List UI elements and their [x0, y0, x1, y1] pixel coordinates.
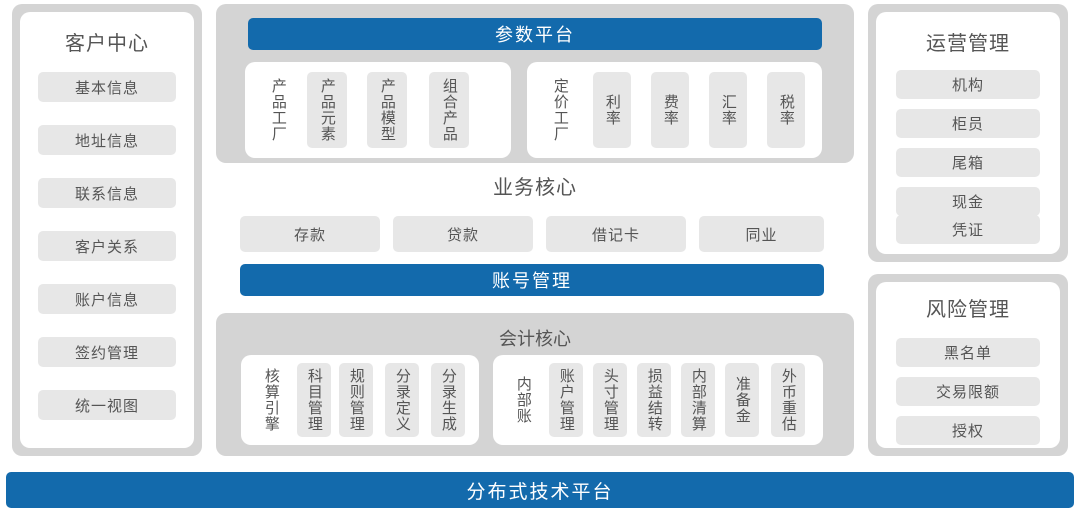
account-management-banner[interactable]: 账号管理: [240, 264, 824, 296]
subject-management-pill[interactable]: 科目管理: [297, 363, 331, 437]
operation-item-voucher[interactable]: 凭证: [896, 215, 1040, 244]
fee-rate-pill[interactable]: 费率: [651, 72, 689, 148]
accounting-engine-group: 核算引擎 科目管理 规则管理 分录定义 分录生成: [241, 355, 479, 445]
customer-center-title: 客户中心: [65, 33, 149, 55]
distributed-tech-platform-banner[interactable]: 分布式技术平台: [6, 472, 1074, 508]
customer-center-item-1[interactable]: 基本信息: [38, 72, 176, 102]
internal-account-label: 内部账: [514, 376, 532, 424]
operation-management-title: 运营管理: [926, 33, 1010, 55]
fx-revaluation-pill[interactable]: 外币重估: [771, 363, 805, 437]
entry-definition-pill[interactable]: 分录定义: [385, 363, 419, 437]
rule-management-pill[interactable]: 规则管理: [339, 363, 373, 437]
combined-product-pill[interactable]: 组合产品: [429, 72, 469, 148]
operation-item-organization[interactable]: 机构: [896, 70, 1040, 99]
pricing-factory-label: 定价工厂: [551, 78, 569, 142]
product-element-pill[interactable]: 产品元素: [307, 72, 347, 148]
exchange-rate-pill[interactable]: 汇率: [709, 72, 747, 148]
risk-management-card: 风险管理 黑名单 交易限额 授权: [876, 282, 1060, 448]
reserve-fund-pill[interactable]: 准备金: [725, 363, 759, 437]
product-factory-label: 产品工厂: [269, 78, 287, 142]
risk-item-blacklist[interactable]: 黑名单: [896, 338, 1040, 367]
business-core-item-interbank[interactable]: 同业: [699, 216, 824, 252]
accounting-core-panel: 会计核心 核算引擎 科目管理 规则管理 分录定义 分录生成 内部账 账户管理 头…: [216, 313, 854, 456]
position-management-pill[interactable]: 头寸管理: [593, 363, 627, 437]
operation-item-cashbox[interactable]: 尾箱: [896, 148, 1040, 177]
accounting-core-title: 会计核心: [499, 329, 571, 349]
customer-center-item-5[interactable]: 账户信息: [38, 284, 176, 314]
tax-rate-pill[interactable]: 税率: [767, 72, 805, 148]
parameter-platform-banner[interactable]: 参数平台: [248, 18, 822, 50]
account-management-pill[interactable]: 账户管理: [549, 363, 583, 437]
customer-center-item-2[interactable]: 地址信息: [38, 125, 176, 155]
entry-generation-pill[interactable]: 分录生成: [431, 363, 465, 437]
customer-center-item-4[interactable]: 客户关系: [38, 231, 176, 261]
risk-item-authorization[interactable]: 授权: [896, 416, 1040, 445]
customer-center-item-3[interactable]: 联系信息: [38, 178, 176, 208]
operation-item-teller[interactable]: 柜员: [896, 109, 1040, 138]
parameter-platform-panel: 参数平台 产品工厂 产品元素 产品模型 组合产品 定价工厂 利率 费率 汇率 税…: [216, 4, 854, 163]
profit-loss-carryover-pill[interactable]: 损益结转: [637, 363, 671, 437]
accounting-engine-label: 核算引擎: [262, 368, 280, 432]
risk-item-transaction-limit[interactable]: 交易限额: [896, 377, 1040, 406]
product-model-pill[interactable]: 产品模型: [367, 72, 407, 148]
product-factory-group: 产品工厂 产品元素 产品模型 组合产品: [245, 62, 511, 158]
business-core-item-deposit[interactable]: 存款: [240, 216, 380, 252]
risk-management-panel: 风险管理 黑名单 交易限额 授权: [868, 274, 1068, 456]
customer-center-panel: 客户中心 基本信息 地址信息 联系信息 客户关系 账户信息 签约管理 统一视图: [12, 4, 202, 456]
internal-clearing-pill[interactable]: 内部清算: [681, 363, 715, 437]
pricing-factory-group: 定价工厂 利率 费率 汇率 税率: [527, 62, 822, 158]
business-core-item-loan[interactable]: 贷款: [393, 216, 533, 252]
internal-account-group: 内部账 账户管理 头寸管理 损益结转 内部清算 准备金 外币重估: [493, 355, 823, 445]
customer-center-item-6[interactable]: 签约管理: [38, 337, 176, 367]
operation-management-card: 运营管理 机构 柜员 尾箱 现金 凭证: [876, 12, 1060, 254]
customer-center-item-7[interactable]: 统一视图: [38, 390, 176, 420]
business-core-item-debitcard[interactable]: 借记卡: [546, 216, 686, 252]
customer-center-card: 客户中心 基本信息 地址信息 联系信息 客户关系 账户信息 签约管理 统一视图: [20, 12, 194, 448]
risk-management-title: 风险管理: [926, 299, 1010, 321]
operation-item-cash[interactable]: 现金: [896, 187, 1040, 216]
interest-rate-pill[interactable]: 利率: [593, 72, 631, 148]
operation-management-panel: 运营管理 机构 柜员 尾箱 现金 凭证: [868, 4, 1068, 262]
business-core-title: 业务核心: [493, 177, 577, 199]
